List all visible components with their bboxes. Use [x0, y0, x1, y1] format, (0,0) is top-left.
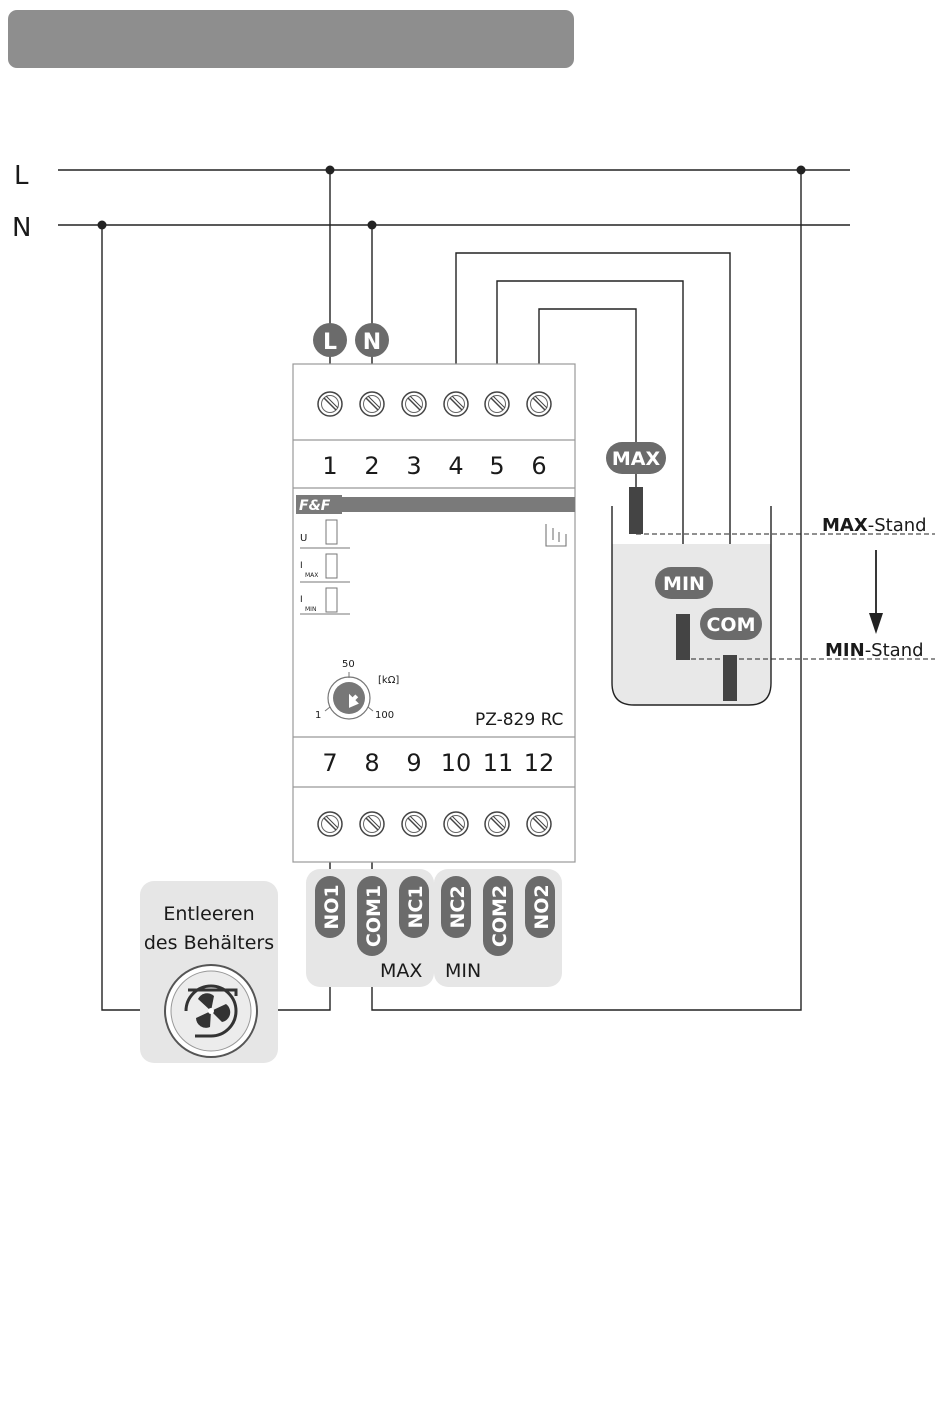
terminal-number: 5: [489, 452, 504, 480]
screw-terminal: [485, 812, 509, 836]
header-bar: [8, 10, 574, 68]
pump-icon: [165, 965, 257, 1057]
load-label-line2: des Behälters: [144, 932, 274, 954]
screw-terminal: [318, 812, 342, 836]
svg-text:N: N: [363, 330, 381, 355]
terminal-number: 11: [483, 749, 514, 777]
badge-n: N: [355, 323, 389, 357]
group-label-max: MAX: [380, 960, 422, 982]
screw-terminal: [444, 392, 468, 416]
knob-label-right: 100: [375, 710, 394, 721]
probe-max: [629, 487, 643, 534]
svg-text:COM1: COM1: [363, 885, 385, 947]
terminal-number: 9: [406, 749, 421, 777]
junction-dots: [98, 166, 806, 230]
output-label-no2: NO2: [525, 876, 555, 938]
relay-module: F&F U I MAX I MIN: [293, 364, 575, 862]
terminal-number: 7: [322, 749, 337, 777]
knob-unit: [kΩ]: [378, 675, 399, 686]
knob-label-top: 50: [342, 659, 355, 670]
svg-text:I: I: [300, 561, 303, 571]
probe-com: [723, 655, 737, 701]
svg-text:COM2: COM2: [489, 885, 511, 947]
output-label-no1: NO1: [315, 876, 345, 938]
terminal-number: 3: [406, 452, 421, 480]
load-box: Entleeren des Behälters: [140, 881, 278, 1063]
svg-text:COM: COM: [706, 614, 755, 636]
brand-logo: F&F: [299, 498, 331, 514]
probe-badge-com: COM: [700, 608, 762, 640]
screw-terminal: [402, 392, 426, 416]
output-label-nc2: NC2: [441, 876, 471, 938]
svg-text:NO1: NO1: [321, 884, 343, 929]
terminal-number: 1: [322, 452, 337, 480]
terminal-number: 12: [524, 749, 555, 777]
screw-terminal: [485, 392, 509, 416]
screw-terminal: [360, 392, 384, 416]
screw-terminal: [318, 392, 342, 416]
screw-terminal: [527, 812, 551, 836]
supply-lines: [58, 170, 850, 225]
svg-text:MIN: MIN: [663, 573, 705, 595]
terminal-number: 6: [531, 452, 546, 480]
svg-text:NO2: NO2: [531, 884, 553, 929]
terminal-number: 4: [448, 452, 463, 480]
svg-text:I: I: [300, 595, 303, 605]
line-l-label: L: [14, 161, 29, 191]
line-n-label: N: [12, 213, 31, 243]
svg-text:NC2: NC2: [447, 885, 469, 928]
terminal-number: 10: [441, 749, 472, 777]
output-label-com1: COM1: [357, 876, 387, 956]
svg-text:L: L: [323, 330, 337, 355]
svg-text:MAX: MAX: [612, 448, 661, 470]
svg-text:NC1: NC1: [405, 885, 427, 928]
group-label-min: MIN: [445, 960, 481, 982]
output-label-com2: COM2: [483, 876, 513, 956]
probe-badge-min: MIN: [655, 567, 713, 599]
terminal-number: 8: [364, 749, 379, 777]
badge-l: L: [313, 323, 347, 357]
min-level-label: MIN-Stand: [825, 640, 924, 661]
svg-text:MIN: MIN: [305, 606, 316, 613]
probe-min: [676, 614, 690, 660]
screw-terminal: [527, 392, 551, 416]
screw-terminal: [444, 812, 468, 836]
svg-text:U: U: [300, 533, 307, 544]
water-tank: [612, 506, 771, 705]
screw-terminal: [402, 812, 426, 836]
level-arrow-icon: [869, 550, 883, 634]
model-label: PZ-829 RC: [475, 710, 563, 730]
screw-terminal: [360, 812, 384, 836]
output-label-nc1: NC1: [399, 876, 429, 938]
svg-text:MAX: MAX: [305, 572, 318, 579]
max-level-label: MAX-Stand: [822, 515, 927, 536]
load-label-line1: Entleeren: [163, 903, 254, 925]
probe-badge-max: MAX: [606, 442, 666, 474]
knob-label-left: 1: [315, 710, 321, 721]
terminal-number: 2: [364, 452, 379, 480]
